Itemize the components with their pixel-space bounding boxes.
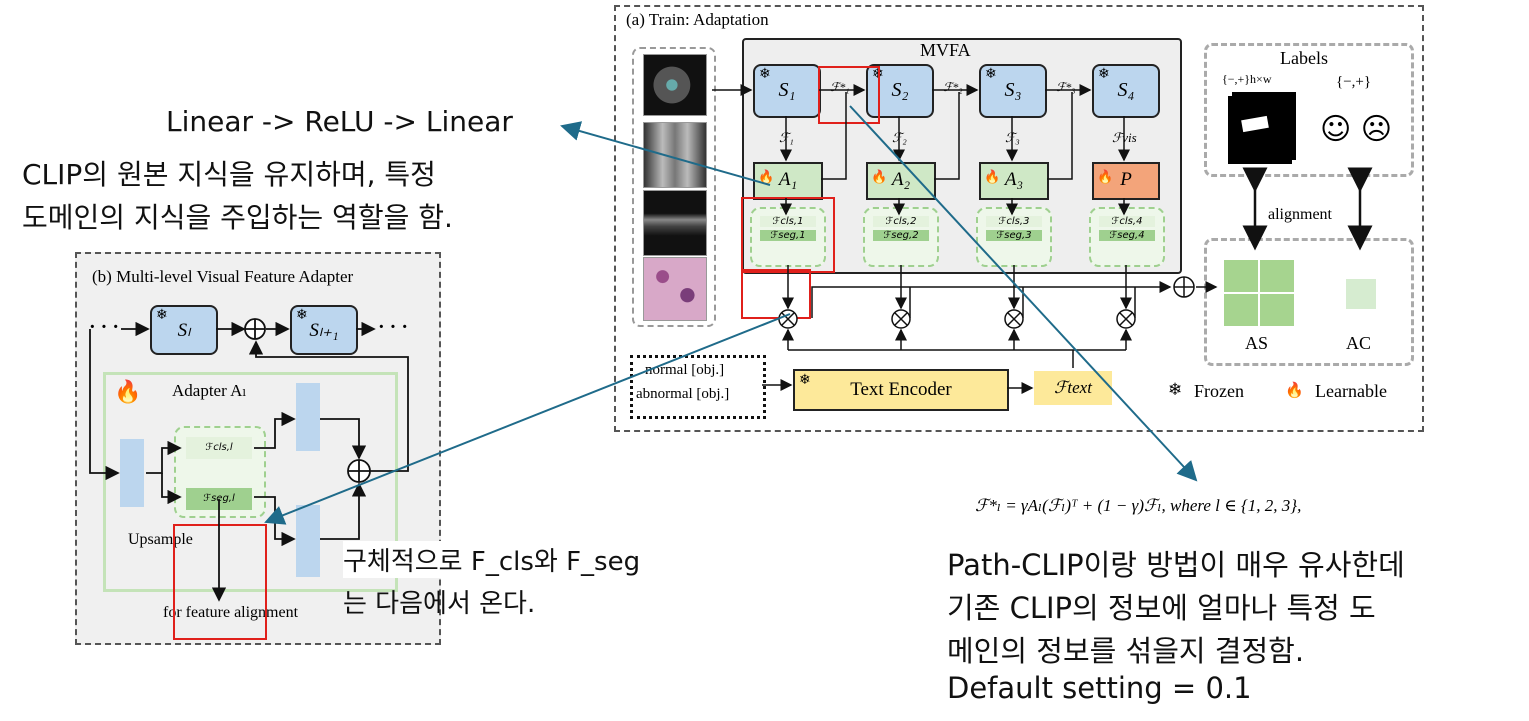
panel-a-title: (a) Train: Adaptation [626, 10, 769, 29]
labels-frame [1204, 43, 1414, 177]
projection-p: 🔥P [1092, 162, 1160, 200]
histopathology-image [643, 257, 707, 321]
flame-icon: 🔥 [758, 170, 775, 185]
adapter-frame [103, 372, 398, 592]
labels-seg: {−,+}h×w [1222, 72, 1272, 86]
linear-layer-bottom [296, 505, 320, 577]
labels-title: Labels [1280, 48, 1328, 68]
highlight-upsample [173, 524, 267, 640]
as-label: AS [1245, 333, 1269, 353]
stage-3: ❄S₃ [979, 64, 1047, 118]
annotation-fcls-line-1: 구체적으로 F_cls와 F_seg [343, 541, 641, 578]
oct-image [643, 190, 707, 256]
fseg-2: ℱseg,2 [873, 230, 929, 241]
linear-layer-top [296, 383, 320, 451]
formula: ℱ*ₗ = γAₗ(ℱₗ)ᵀ + (1 − γ)ℱₗ, where l ∈ {1… [975, 496, 1302, 515]
mvfa-title: MVFA [920, 40, 971, 60]
annotation-fcls-line-2: 는 다음에서 온다. [343, 589, 536, 619]
fcls-2: ℱcls,2 [873, 216, 929, 227]
stage-l: ❄Sₗ [150, 305, 218, 355]
snowflake-icon: ❄ [1168, 380, 1183, 400]
fseg-1: ℱseg,1 [760, 230, 816, 241]
prompt-normal: normal [obj.] [645, 362, 725, 378]
annotation-linear-relu: Linear -> ReLU -> Linear [166, 105, 513, 138]
highlight-product [741, 269, 811, 319]
fseg-4: ℱseg,4 [1099, 230, 1155, 241]
mask-image [1228, 96, 1292, 164]
fcls-4: ℱcls,4 [1099, 216, 1155, 227]
f-text-box: ℱtext [1034, 371, 1112, 405]
annotation-path-line-3: 메인의 정보를 섞을지 결정함. [947, 634, 1305, 668]
adapter-3: 🔥A₃ [979, 162, 1049, 200]
flame-icon: 🔥 [984, 170, 1001, 185]
dots-right: · · · [378, 316, 409, 338]
text-encoder: ❄ Text Encoder [793, 369, 1009, 411]
stage-4: ❄S₄ [1092, 64, 1160, 118]
flame-icon: 🔥 [1097, 170, 1114, 185]
fseg-3: ℱseg,3 [986, 230, 1042, 241]
snowflake-icon: ❄ [296, 307, 308, 323]
annotation-path-line-2: 기존 CLIP의 정보에 얼마나 특정 도 [947, 591, 1376, 625]
maps-frame [1204, 238, 1414, 366]
labels-cls: {−,+} [1336, 74, 1372, 90]
linear-layer-in [120, 439, 144, 507]
highlight-feature-star [818, 66, 880, 124]
adapter-2: 🔥A₂ [866, 162, 936, 200]
annotation-clip-line-1: CLIP의 원본 지식을 유지하며, 특정 [22, 158, 436, 191]
flame-icon: 🔥 [1285, 381, 1304, 399]
panel-b-title: (b) Multi-level Visual Feature Adapter [92, 267, 354, 286]
stage-1: ❄S₁ [753, 64, 821, 118]
fcls-1: ℱcls,1 [760, 216, 816, 227]
ac-label: AC [1346, 333, 1372, 353]
snowflake-icon: ❄ [872, 66, 884, 82]
annotation-clip-line-2: 도메인의 지식을 주입하는 역할을 함. [22, 201, 453, 234]
legend-frozen: Frozen [1194, 381, 1244, 401]
input-images-frame [632, 47, 716, 327]
adapter-1: 🔥A₁ [753, 162, 823, 200]
anomaly-segmentation-map [1224, 260, 1294, 326]
brain-mri-image [643, 54, 707, 116]
annotation-path-line-1: Path-CLIP이랑 방법이 매우 유사한데 [947, 548, 1405, 582]
chest-xray-image [643, 122, 707, 188]
anomaly-classification-map [1346, 279, 1376, 309]
dots-left: · · · [89, 316, 120, 338]
fcls-3: ℱcls,3 [986, 216, 1042, 227]
smiley-icons: ☺ ☹ [1320, 112, 1393, 147]
adapter-title: Adapter Aₗ [172, 381, 247, 400]
upsample-label: Upsample [128, 531, 193, 548]
flame-icon: 🔥 [114, 380, 142, 405]
snowflake-icon: ❄ [799, 372, 811, 388]
annotation-path-line-4: Default setting = 0.1 [947, 671, 1252, 705]
feature-alignment-label: for feature alignment [163, 604, 299, 621]
stage-l-plus-1: ❄Sₗ₊₁ [290, 305, 358, 355]
prompt-abnormal: abnormal [obj.] [636, 386, 730, 402]
feature-group-4: ℱcls,4 ℱseg,4 [1089, 207, 1165, 267]
snowflake-icon: ❄ [1098, 66, 1110, 82]
flame-icon: 🔥 [871, 170, 888, 185]
alignment-label: alignment [1268, 206, 1332, 223]
stage-2: ❄S₂ [866, 64, 934, 118]
snowflake-icon: ❄ [985, 66, 997, 82]
snowflake-icon: ❄ [759, 66, 771, 82]
adapter-fcls: ℱcls,l [186, 437, 252, 459]
legend-learnable: Learnable [1315, 381, 1387, 401]
text-prompts-box [630, 355, 766, 419]
snowflake-icon: ❄ [156, 307, 168, 323]
